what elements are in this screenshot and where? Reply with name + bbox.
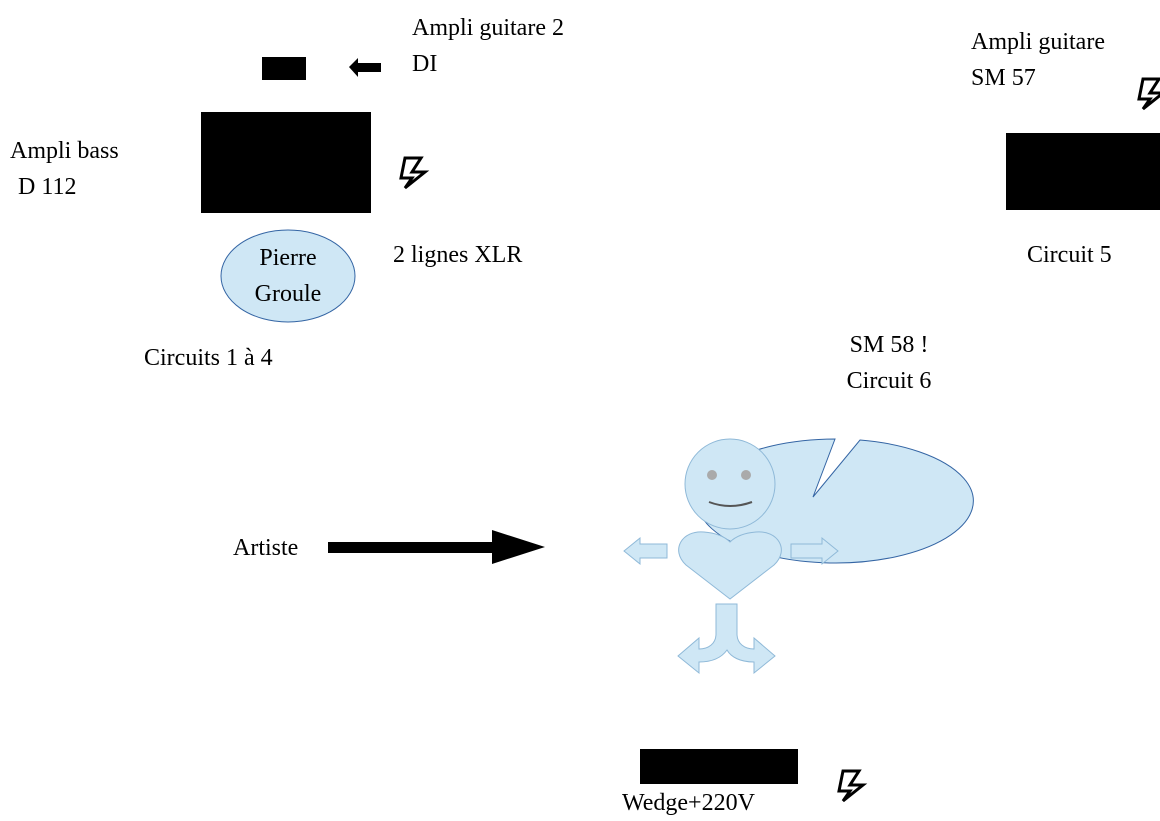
amp-guitar-label: Ampli guitare	[971, 29, 1105, 55]
arrow-right-icon	[790, 536, 839, 566]
power-icon	[837, 769, 868, 803]
amp-guitar-mic-label: SM 57	[971, 65, 1036, 91]
heart-icon	[678, 531, 782, 600]
artiste-label: Artiste	[233, 535, 299, 561]
wedge-block	[640, 749, 798, 784]
musician-ellipse	[220, 229, 356, 323]
power-icon	[1137, 77, 1160, 111]
amp-guitar-2-mic-label: DI	[412, 51, 438, 77]
wedge-label: Wedge+220V	[622, 790, 755, 816]
bubble-mic-label: SM 58 !	[849, 332, 929, 358]
bubble-circuit-label: Circuit 6	[846, 368, 932, 394]
circuits-1-4-label: Circuits 1 à 4	[144, 345, 273, 371]
musician-name-first: Pierre	[259, 245, 317, 271]
amp-guitar-2-label: Ampli guitare 2	[412, 15, 564, 41]
amp-bass-mic-label: D 112	[18, 174, 77, 200]
amp-guitar-block	[1006, 133, 1160, 210]
legs-split-arrow	[677, 603, 776, 675]
amp-guitar-2-block	[262, 57, 306, 80]
amp-bass-block	[201, 112, 371, 213]
arrow-left-icon	[349, 58, 381, 77]
xlr-lines-label: 2 lignes XLR	[393, 242, 523, 268]
artiste-arrow	[328, 530, 545, 564]
power-icon	[399, 156, 430, 190]
amp-bass-label: Ampli bass	[10, 138, 119, 164]
smiley-face-icon	[684, 438, 776, 530]
circuit-5-label: Circuit 5	[1027, 242, 1112, 268]
musician-name-last: Groule	[254, 281, 322, 307]
arrow-left-icon	[623, 536, 668, 566]
